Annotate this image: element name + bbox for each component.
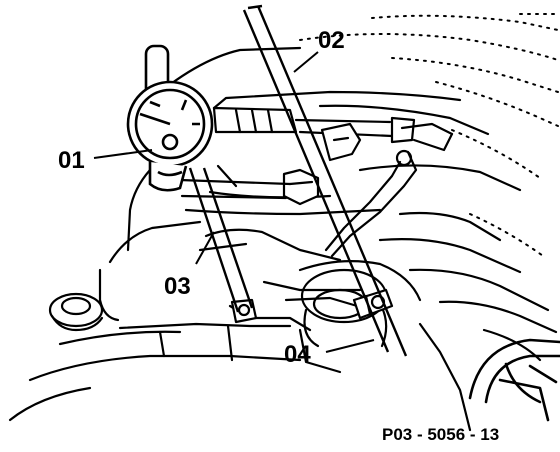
engine-cover-outline [299,13,559,259]
gauge-mounting-bar [212,106,454,258]
gauge-small-dial [161,133,179,151]
callout-03: 03 [164,273,191,300]
oil-filler-cap [48,292,104,332]
leader-01 [93,149,153,159]
gauge-face [134,88,206,160]
gauge-scale-ticks [149,99,200,126]
leader-lines [93,51,375,353]
figure-reference: P03 - 5056 - 13 [382,425,499,444]
callout-02: 02 [318,27,345,54]
engine-block [8,46,558,432]
rod-clamp [178,122,362,206]
gauge-needle [139,112,171,126]
callout-01: 01 [58,147,85,174]
dial-gauge [126,44,214,192]
leader-04 [325,339,375,353]
measuring-rod [242,4,408,357]
steering-wheel [468,338,560,422]
leader-03 [195,231,215,265]
leader-02 [293,51,319,73]
callout-04: 04 [284,341,311,368]
gauge-stem-collar [157,170,183,177]
support-rod [188,167,254,313]
